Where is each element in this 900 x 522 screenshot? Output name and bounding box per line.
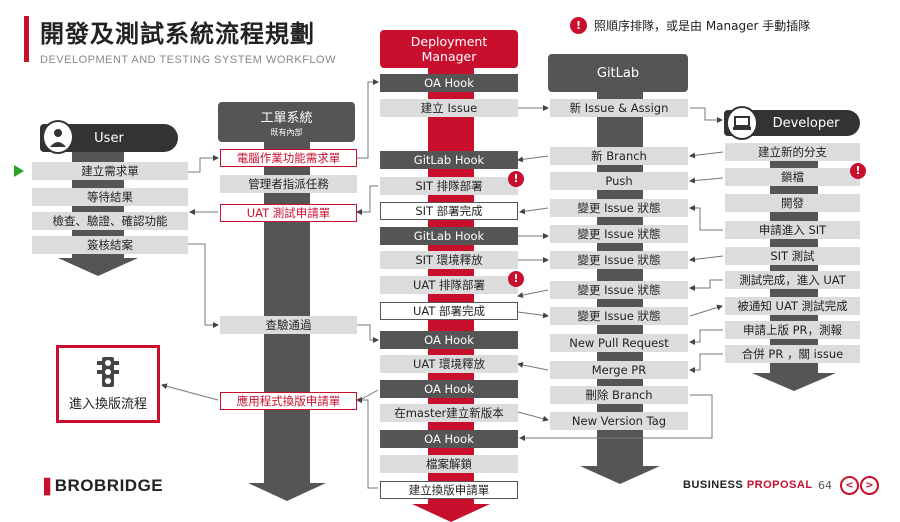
developer-icon <box>726 106 758 140</box>
title-accent-bar <box>24 16 29 62</box>
dev-sit-test: SIT 測試 <box>725 247 860 265</box>
gitlab-new-branch: 新 Branch <box>550 147 688 165</box>
dev-create-branch: 建立新的分支 <box>725 143 860 161</box>
page-number: 64 <box>818 479 832 492</box>
dev-lock-files: 鎖檔 <box>725 168 860 186</box>
deployment-manager-header: Deployment Manager <box>380 30 518 68</box>
gitlab-issue-status-1: 變更 Issue 狀態 <box>550 199 688 217</box>
note-text: 照順序排隊，或是由 Manager 手動插隊 <box>594 19 811 33</box>
dm-unlock-files: 檔案解鎖 <box>380 455 518 473</box>
release-process-box: 進入換版流程 <box>56 345 160 423</box>
warning-icon: ! <box>508 171 524 187</box>
ticket-uat-form: UAT 測試申請單 <box>220 204 357 222</box>
gitlab-issue-status-2: 變更 Issue 狀態 <box>550 225 688 243</box>
dm-sit-queue: SIT 排隊部署 <box>380 177 518 195</box>
business-proposal-label: BUSINESS PROPOSAL <box>683 479 813 491</box>
traffic-light-icon <box>97 356 119 387</box>
user-column-arrow <box>58 258 138 276</box>
user-step-verify: 檢查、驗證、確認功能 <box>32 212 188 230</box>
gitlab-delete-branch: 刪除 Branch <box>550 386 688 404</box>
gitlab-header: GitLab <box>548 54 688 92</box>
gitlab-new-pull-request: New Pull Request <box>550 334 688 352</box>
brand-logo: ❚BROBRIDGE <box>40 476 164 495</box>
page-subtitle: DEVELOPMENT AND TESTING SYSTEM WORKFLOW <box>40 54 336 66</box>
dm-uat-deployed: UAT 部署完成 <box>380 302 518 320</box>
gitlab-issue-status-4: 變更 Issue 狀態 <box>550 281 688 299</box>
warning-icon: ! <box>508 271 524 287</box>
dev-enter-uat: 測試完成，進入 UAT <box>725 271 860 289</box>
ticket-release-form: 應用程式換版申請單 <box>220 392 357 410</box>
dev-develop: 開發 <box>725 194 860 212</box>
dm-create-release-form: 建立換版申請單 <box>380 481 518 499</box>
gitlab-new-version-tag: New Version Tag <box>550 412 688 430</box>
gitlab-issue-status-3: 變更 Issue 狀態 <box>550 251 688 269</box>
current-step-marker <box>14 165 24 177</box>
dm-create-version: 在master建立新版本 <box>380 404 518 422</box>
user-icon <box>42 120 74 154</box>
page-title: 開發及測試系統流程規劃 <box>40 20 315 48</box>
developer-column-arrow <box>752 373 836 391</box>
user-step-create-request: 建立需求單 <box>32 162 188 180</box>
dev-apply-pr: 申請上版 PR，測報 <box>725 321 860 339</box>
gitlab-column-arrow <box>580 466 660 484</box>
dm-oa-hook-3: OA Hook <box>380 380 518 398</box>
dev-merge-pr: 合併 PR ，關 issue <box>725 345 860 363</box>
warning-icon: ! <box>850 163 866 179</box>
ticket-column-arrow <box>248 483 326 501</box>
ticket-verified: 查驗通過 <box>220 316 357 334</box>
next-page-button[interactable]: > <box>860 476 879 495</box>
user-step-wait-result: 等待結果 <box>32 188 188 206</box>
dev-apply-sit: 申請進入 SIT <box>725 221 860 239</box>
dm-oa-hook-1: OA Hook <box>380 74 518 92</box>
gitlab-issue-status-5: 變更 Issue 狀態 <box>550 307 688 325</box>
gitlab-new-issue: 新 Issue & Assign <box>550 99 688 117</box>
dm-oa-hook-4: OA Hook <box>380 430 518 448</box>
dm-oa-hook-2: OA Hook <box>380 331 518 349</box>
prev-page-button[interactable]: < <box>840 476 859 495</box>
dm-create-issue: 建立 Issue <box>380 99 518 117</box>
release-process-label: 進入換版流程 <box>68 396 147 412</box>
ticket-column-bar <box>264 140 310 485</box>
dm-gitlab-hook-2: GitLab Hook <box>380 227 518 245</box>
dm-sit-deployed: SIT 部署完成 <box>380 202 518 220</box>
user-step-signoff: 簽核結案 <box>32 236 188 254</box>
dm-uat-queue: UAT 排隊部署 <box>380 276 518 294</box>
deploy-column-arrow <box>412 504 490 522</box>
gitlab-merge-pr: Merge PR <box>550 361 688 379</box>
ticket-system-header: 工單系統 既有內部 <box>218 102 355 142</box>
ticket-request-form: 電腦作業功能需求單 <box>220 149 357 167</box>
dm-uat-release: UAT 環境釋放 <box>380 355 518 373</box>
ticket-assign-task: 管理者指派任務 <box>220 175 357 193</box>
gitlab-push: Push <box>550 172 688 190</box>
dev-uat-notified: 被通知 UAT 測試完成 <box>725 297 860 315</box>
warning-icon: ! <box>570 17 587 34</box>
dm-gitlab-hook-1: GitLab Hook <box>380 151 518 169</box>
dm-sit-release: SIT 環境釋放 <box>380 251 518 269</box>
